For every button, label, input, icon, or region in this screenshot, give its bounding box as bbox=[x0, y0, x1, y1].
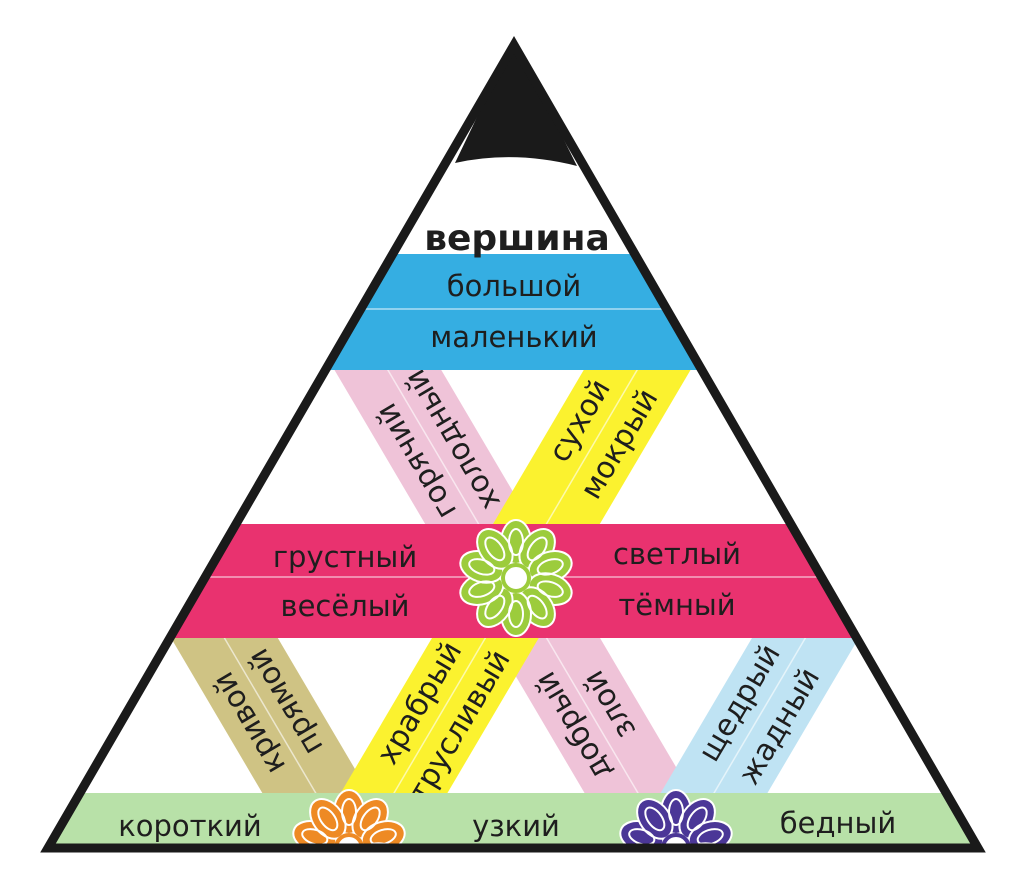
flower-petal-inner bbox=[669, 871, 683, 896]
flower-petal bbox=[630, 851, 680, 896]
flower-petal-inner bbox=[341, 798, 357, 826]
flower-petal-inner bbox=[508, 528, 524, 556]
flower-center bbox=[501, 563, 531, 593]
flower-petal bbox=[345, 851, 395, 896]
label-temnyi: тёмный bbox=[618, 588, 735, 622]
flower-petal-inner bbox=[668, 798, 684, 826]
label-bednyi: бедный bbox=[780, 806, 896, 840]
flower-petal-inner bbox=[317, 806, 339, 832]
flower-petal-inner bbox=[508, 600, 524, 628]
flower-petal-inner bbox=[342, 871, 356, 896]
pyramid-background bbox=[48, 45, 978, 848]
title-vershina: вершина bbox=[424, 218, 610, 259]
strip-green-bottom bbox=[48, 793, 978, 848]
label-bolshoi: большой bbox=[447, 269, 581, 303]
flower-green-icon bbox=[459, 519, 573, 637]
flower-petal-inner bbox=[359, 806, 381, 832]
label-svetlyi: светлый bbox=[613, 537, 741, 571]
flower-petal-inner bbox=[315, 862, 342, 891]
flower-petal-inner bbox=[468, 580, 496, 598]
flower-petal bbox=[661, 862, 691, 896]
flower-center bbox=[661, 833, 691, 848]
flower-petal-inner bbox=[468, 558, 496, 576]
flower-petal bbox=[672, 851, 722, 896]
label-uzkii: узкий bbox=[472, 809, 560, 843]
flower-petal-inner bbox=[484, 536, 506, 562]
flower-petal-inner bbox=[642, 862, 669, 891]
flower-petal-inner bbox=[536, 558, 564, 576]
label-malenkii: маленький bbox=[430, 320, 597, 354]
label-veselyi: весёлый bbox=[281, 589, 410, 623]
flower-petal-inner bbox=[686, 806, 708, 832]
flower-petal-inner bbox=[526, 536, 548, 562]
flower-center bbox=[334, 833, 364, 848]
flower-petal-inner bbox=[644, 806, 666, 832]
flower-petal-inner bbox=[357, 862, 384, 891]
pyramid-outline bbox=[40, 36, 986, 853]
flower-petal-inner bbox=[536, 580, 564, 598]
flower-petal-inner bbox=[526, 594, 548, 620]
label-grustnyi: грустный bbox=[273, 540, 417, 574]
flower-petal bbox=[334, 862, 364, 896]
apex-cap bbox=[455, 45, 577, 166]
flower-petal bbox=[303, 851, 353, 896]
label-korotkii: короткий bbox=[118, 809, 262, 843]
flower-petal-inner bbox=[684, 862, 711, 891]
flower-petal-inner bbox=[484, 594, 506, 620]
